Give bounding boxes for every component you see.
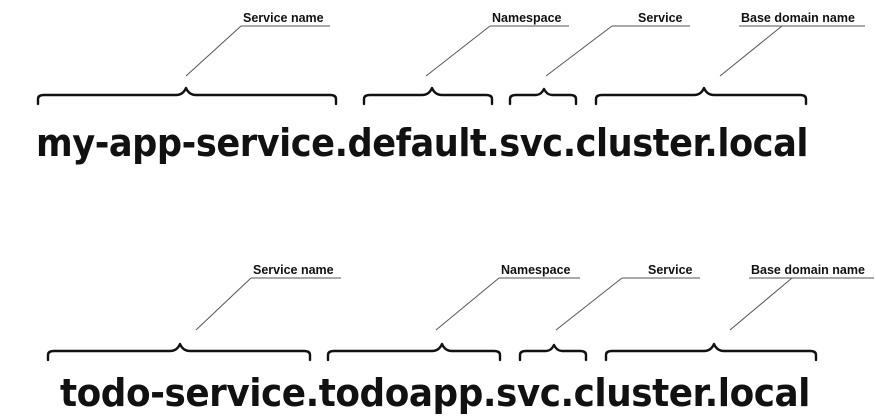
brace-service bbox=[508, 87, 578, 106]
leader-line bbox=[435, 277, 500, 331]
diagram-1: Service name Namespace Service Base doma… bbox=[36, 11, 865, 165]
label-namespace: Namespace bbox=[501, 263, 571, 277]
label-service-name: Service name bbox=[253, 263, 334, 277]
leader-line bbox=[555, 277, 623, 331]
brace-base-domain bbox=[604, 342, 818, 362]
brace-service-name bbox=[46, 342, 312, 362]
diagram-2: Service name Namespace Service Base doma… bbox=[46, 263, 874, 415]
label-service-name: Service name bbox=[243, 11, 324, 25]
brace-namespace bbox=[362, 86, 494, 106]
leader-line bbox=[729, 277, 793, 331]
fqdn-text: my-app-service.default.svc.cluster.local bbox=[36, 121, 808, 165]
leader-line bbox=[425, 25, 491, 77]
fqdn-text: todo-service.todoapp.svc.cluster.local bbox=[60, 371, 810, 415]
leader-line bbox=[719, 25, 783, 77]
brace-namespace bbox=[326, 342, 502, 362]
brace-service-name bbox=[36, 86, 338, 106]
label-service: Service bbox=[648, 263, 693, 277]
label-base-domain-name: Base domain name bbox=[741, 11, 855, 25]
leader-line bbox=[185, 25, 242, 77]
label-base-domain-name: Base domain name bbox=[751, 263, 865, 277]
label-namespace: Namespace bbox=[492, 11, 562, 25]
brace-service bbox=[518, 343, 588, 362]
leader-line bbox=[545, 25, 613, 77]
label-service: Service bbox=[638, 11, 683, 25]
brace-base-domain bbox=[594, 86, 808, 106]
leader-line bbox=[195, 277, 252, 331]
